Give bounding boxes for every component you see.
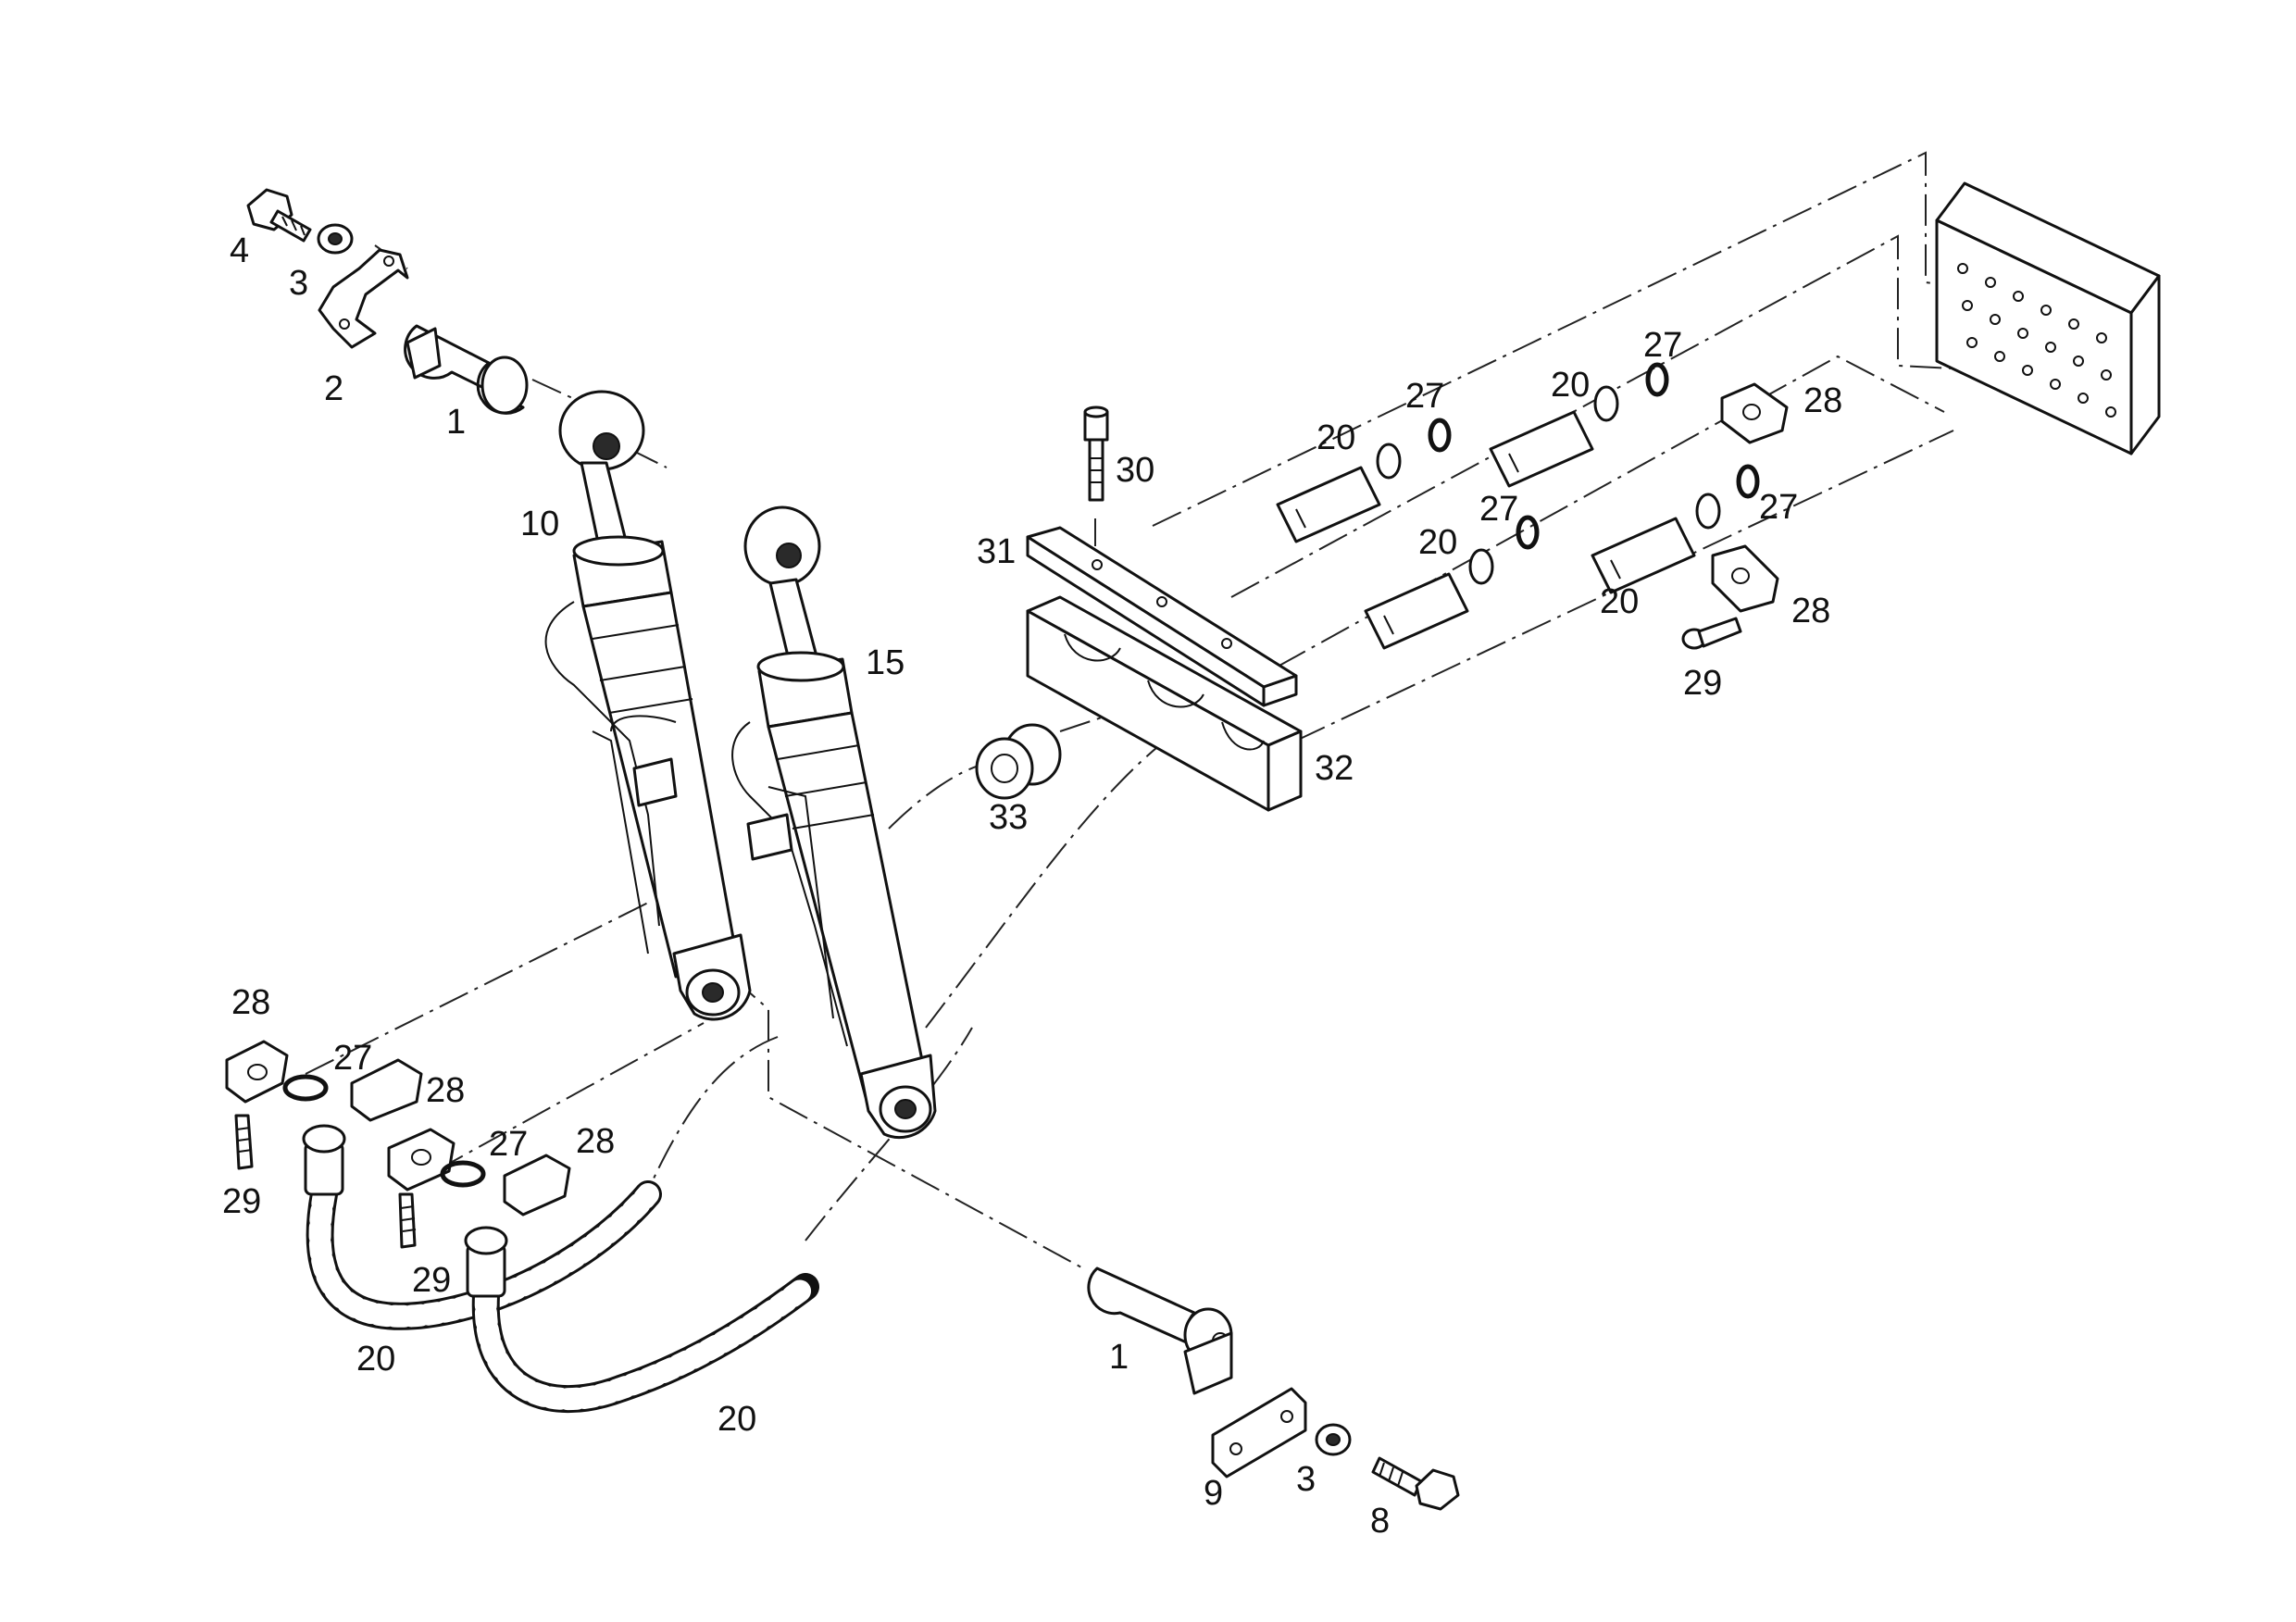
cylinder-10 [544,390,752,1021]
callout-10: 10 [520,505,559,543]
callout-28-lower-a: 28 [231,983,270,1022]
callout-20-a: 20 [1316,418,1355,457]
callout-29-lower-a: 29 [222,1182,261,1221]
screw-29-upper [1681,617,1742,650]
strip-31 [1026,526,1298,707]
callout-32: 32 [1315,749,1354,788]
callout-20-lower-b: 20 [718,1400,756,1439]
callout-27-c: 27 [1479,490,1518,529]
flange-28-upper-a [1720,382,1789,444]
callout-27-lower-b: 27 [489,1125,528,1164]
hose-20-right [464,1226,819,1414]
clamp-2 [318,248,409,349]
callout-30: 30 [1116,451,1154,490]
callout-27-lower-a: 27 [333,1039,372,1078]
bush-33 [975,723,1062,800]
callout-29-lower-b: 29 [412,1261,451,1300]
screw-29-lower-b [398,1192,417,1249]
callout-20-b: 20 [1551,366,1590,405]
callout-8: 8 [1370,1502,1390,1541]
callout-27-d: 27 [1759,488,1798,527]
callout-33: 33 [989,798,1028,837]
screw-30 [1083,406,1109,502]
o-ring-27-a [1428,418,1452,453]
o-ring-27-c [1516,515,1540,550]
plate-9 [1211,1387,1307,1479]
callout-3-upper: 3 [289,264,308,303]
o-ring-27-lower-b [440,1160,486,1188]
washer-3-lower [1315,1423,1352,1456]
bolt-8 [1371,1456,1460,1511]
callout-15: 15 [866,643,905,682]
callout-20-lower-a: 20 [356,1340,395,1379]
fitting-20-a [1276,443,1402,543]
mounting-plate [1935,181,2161,455]
flange-28-lower-d [503,1154,571,1216]
callout-28-lower-b: 28 [426,1071,465,1110]
strip-32 [1026,595,1303,812]
bolt-4 [246,188,312,243]
callout-27-b: 27 [1643,326,1682,365]
callout-3-lower: 3 [1296,1460,1316,1499]
callout-31: 31 [977,532,1016,571]
hose-20-left [302,1124,662,1330]
flange-28-lower-b [350,1058,423,1122]
pin-1-upper [404,324,529,415]
callout-28-lower-c: 28 [576,1122,615,1161]
pin-1-lower [1087,1266,1233,1395]
callout-4: 4 [230,231,249,270]
callout-1-upper: 1 [446,403,466,442]
o-ring-27-d [1736,464,1760,499]
o-ring-27-lower-a [282,1074,329,1102]
callout-20-d: 20 [1600,582,1639,621]
fitting-20-d [1591,493,1721,594]
fitting-20-b [1489,385,1619,488]
callout-labels: 4 3 2 1 10 15 30 31 32 33 20 27 20 27 28… [222,231,1842,1541]
flange-28-lower-a [225,1040,289,1104]
callout-29-upper: 29 [1683,664,1722,703]
washer-3-upper [317,223,354,255]
screw-29-lower-a [234,1114,254,1170]
callout-9: 9 [1204,1474,1223,1513]
cylinder-15 [731,505,937,1140]
flange-28-upper-b [1711,544,1779,613]
callout-2: 2 [324,369,343,408]
callout-1-lower: 1 [1109,1338,1129,1377]
callout-28-upper-b: 28 [1791,592,1830,630]
fitting-20-c [1364,548,1494,650]
callout-27-a: 27 [1405,377,1444,416]
callout-28-upper-a: 28 [1803,381,1842,420]
o-ring-27-b [1645,362,1669,397]
flange-28-lower-c [387,1128,455,1192]
callout-20-c: 20 [1418,523,1457,562]
